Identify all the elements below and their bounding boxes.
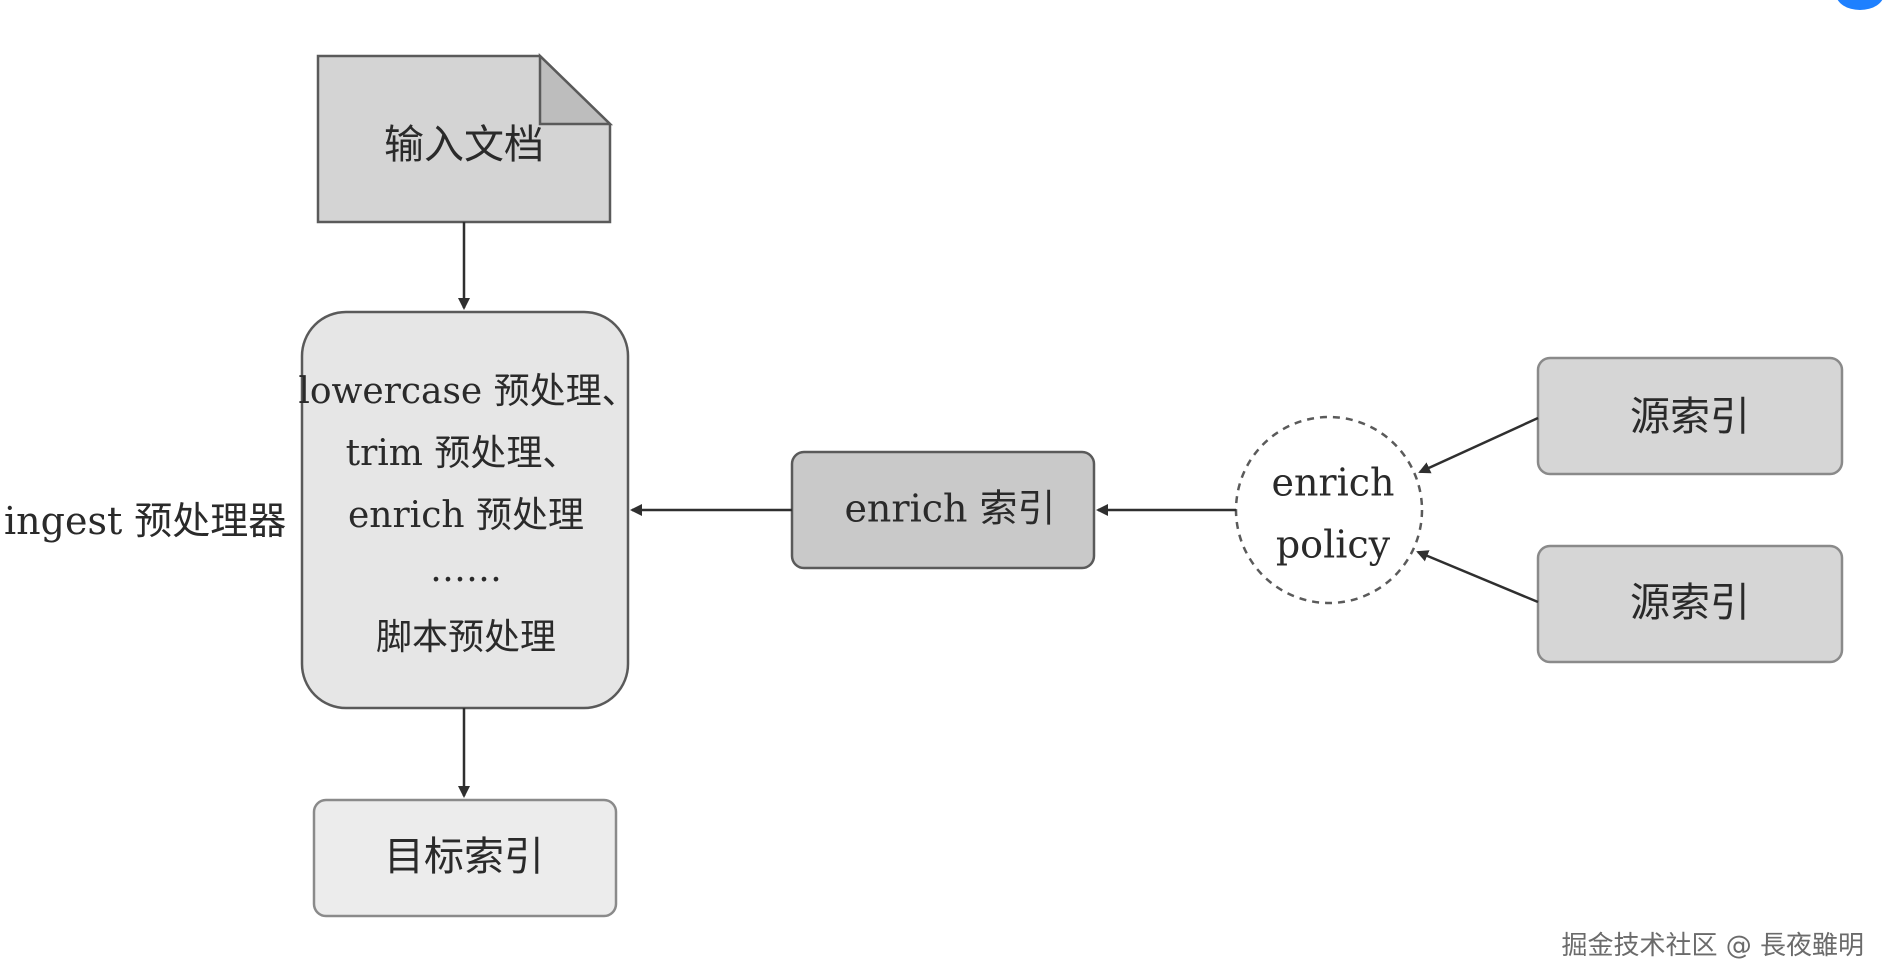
- source-index-label-1: 源索引: [1630, 394, 1750, 440]
- watermark-text: 掘金技术社区 @ 長夜雖明: [1561, 931, 1864, 961]
- enrich-policy-line-1: enrich: [1271, 461, 1394, 505]
- target-index-box: [312, 798, 618, 918]
- ingest-processor-label: ingest 预处理器: [4, 499, 287, 543]
- enrich-index-node: enrich 索引: [790, 450, 1096, 570]
- document-fold: [538, 53, 614, 126]
- source-index-box-1: [1536, 356, 1844, 476]
- target-index-label: 目标索引: [384, 834, 544, 880]
- source-index-node-2: 源索引: [1536, 544, 1844, 664]
- document-shape: [316, 54, 612, 224]
- enrich-policy-circle: [1234, 415, 1424, 605]
- source-index-box-2: [1536, 544, 1844, 664]
- enrich-policy-node: enrich policy: [1234, 415, 1424, 605]
- corner-badge-icon[interactable]: [1836, 0, 1884, 10]
- processor-node: lowercase 预处理、 trim 预处理、 enrich 预处理 …… 脚…: [298, 310, 638, 710]
- target-index-node: 目标索引: [312, 798, 618, 918]
- source-index-node-1: 源索引: [1536, 356, 1844, 476]
- processor-line-lowercase: lowercase 预处理、: [298, 371, 637, 412]
- processor-line-enrich: enrich 预处理: [348, 495, 584, 536]
- input-document-node: 输入文档: [316, 53, 614, 224]
- source-index-label-2: 源索引: [1630, 580, 1750, 626]
- enrich-policy-line-2: policy: [1276, 523, 1391, 567]
- enrich-index-label: enrich 索引: [844, 487, 1055, 531]
- input-document-label: 输入文档: [384, 122, 544, 168]
- processor-line-ellipsis: ……: [430, 549, 502, 590]
- processor-line-trim: trim 预处理、: [346, 433, 579, 474]
- processor-line-script: 脚本预处理: [376, 617, 556, 658]
- arrow-source-1-to-policy: [1418, 416, 1539, 474]
- arrow-source-2-to-policy: [1416, 550, 1539, 604]
